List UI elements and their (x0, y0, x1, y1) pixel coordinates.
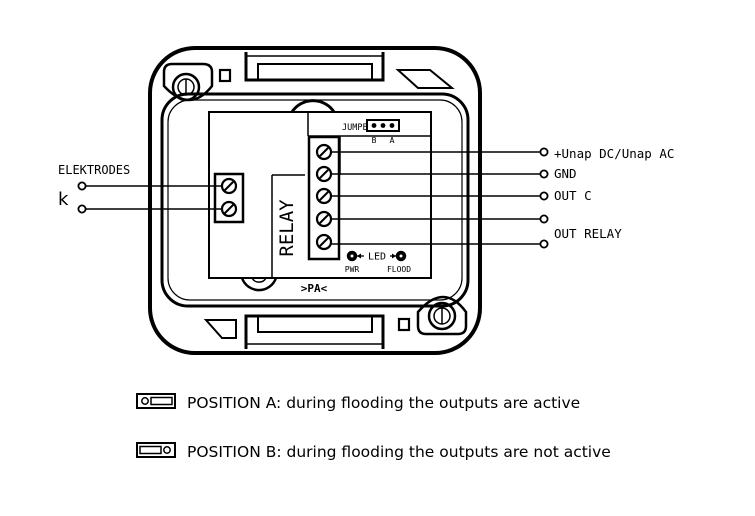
housing-boss-bottom (240, 277, 278, 292)
legend: POSITION A: during flooding the outputs … (136, 393, 611, 461)
jumper-position-a-icon (136, 393, 176, 409)
screw-bottom-right (416, 295, 468, 336)
output-wire-end-4 (539, 214, 549, 224)
terminal-label-out-c: OUT C (554, 188, 592, 203)
top-clip (244, 52, 385, 82)
electrode-wire-end-2 (77, 204, 87, 214)
output-wire-end-2 (539, 169, 549, 179)
output-labels: +Unap DC/Unap AC GND OUT C OUT RELAY (554, 146, 674, 241)
legend-position-b-text: POSITION B: during flooding the outputs … (187, 443, 611, 461)
terminal-label-out-relay: OUT RELAY (554, 226, 622, 241)
output-wire-end-3 (539, 191, 549, 201)
electrodes-title: ELEKTRODES (58, 163, 130, 177)
legend-position-a-text: POSITION A: during flooding the outputs … (187, 394, 580, 412)
jumper-position-b-icon (136, 442, 176, 458)
led-indicators: LED PWR FLOOD (345, 250, 411, 274)
flood-label: FLOOD (387, 265, 411, 274)
output-wire-end-5 (539, 239, 549, 249)
enclosure-tabs (203, 69, 455, 339)
electrode-screws (220, 177, 238, 218)
square-notch-top (218, 68, 232, 83)
bottom-clip (244, 314, 385, 349)
square-notch-bottom (397, 317, 411, 332)
terminal-label-supply: +Unap DC/Unap AC (554, 146, 674, 161)
pwr-label: PWR (345, 265, 360, 274)
terminal-label-gnd: GND (554, 166, 577, 181)
electrode-k-label: k (58, 189, 69, 210)
material-mark: >PA< (301, 282, 328, 295)
wire-ends (77, 147, 549, 249)
jumper-label: JUMPER (342, 123, 374, 133)
output-wire-end-1 (539, 147, 549, 157)
screw-top-left (162, 62, 214, 102)
jumper-pin-a-label: A (390, 136, 395, 145)
jumper: JUMPER B A (342, 119, 400, 145)
wires (86, 151, 540, 245)
jumper-pin-b-label: B (372, 136, 377, 145)
enclosure (148, 46, 482, 355)
output-screws (315, 143, 333, 251)
relay-label: RELAY (276, 199, 298, 257)
led-label: LED (368, 252, 386, 263)
housing-boss-top (290, 99, 336, 113)
electrode-wire-end-1 (77, 181, 87, 191)
